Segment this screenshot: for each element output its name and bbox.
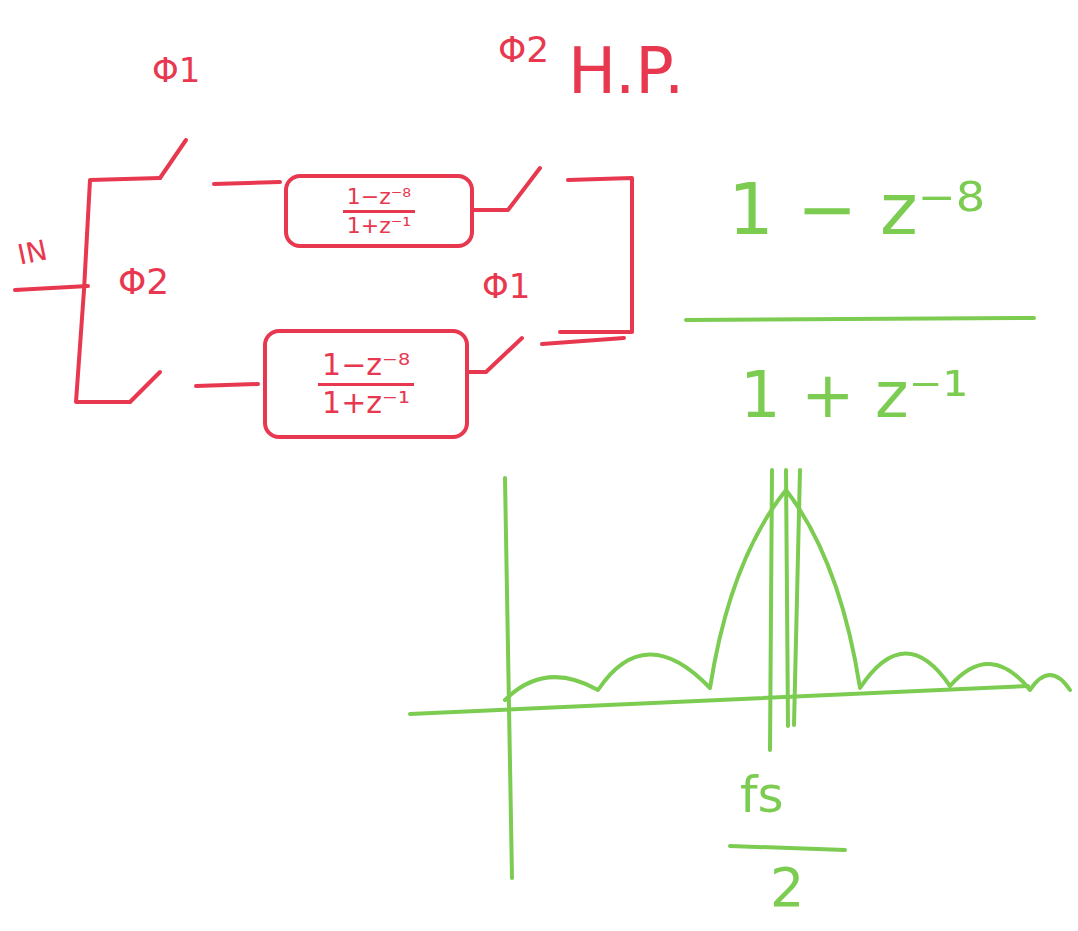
formula-text: fs [740,768,784,823]
signal-label: Φ1 [152,52,200,89]
formula-text: 1 + z⁻¹ [740,360,968,430]
numerator-text: 1−z⁻⁸ [343,184,415,212]
spike [786,470,788,726]
filter-box: 1−z⁻⁸1+z⁻¹ [263,329,469,439]
numerator-text: 1−z⁻⁸ [318,348,414,386]
spike [794,470,800,725]
wire [214,182,280,184]
circuit-wires [15,140,632,402]
y-axis [505,478,512,878]
filter-box: 1−z⁻⁸1+z⁻¹ [284,174,474,248]
output-bracket [560,178,632,332]
fraction-bar [730,846,845,850]
green-sketch [410,318,1070,878]
x-axis [410,686,1028,714]
denominator-text: 1+z⁻¹ [343,213,415,238]
title-note: H.P. [568,36,684,106]
signal-label: Φ2 [118,262,169,302]
switch [474,168,540,210]
input-wire [15,286,88,290]
wire [542,338,624,344]
signal-label: Φ2 [498,30,549,70]
switch [130,372,160,402]
signal-label: IN [15,235,50,271]
denominator-text: 1+z⁻¹ [318,386,414,421]
formula-text: 2 [770,858,804,917]
signal-label: Φ1 [482,268,530,305]
switch [466,338,522,372]
fraction-bar [686,318,1034,320]
switch [160,140,186,178]
formula-text: 1 − z⁻⁸ [728,170,985,249]
spike [770,470,772,750]
wire [196,384,258,386]
